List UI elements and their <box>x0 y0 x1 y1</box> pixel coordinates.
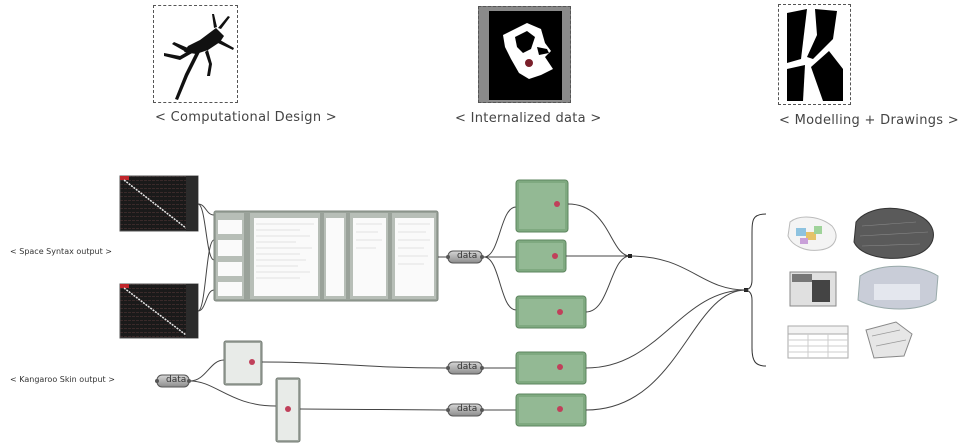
label-kangaroo-skin-output: < Kangaroo Skin output > <box>10 375 115 384</box>
data-node-kangaroo-input[interactable]: data <box>155 373 191 389</box>
space-syntax-matrix-top <box>119 175 199 232</box>
output-modular-model <box>865 321 913 359</box>
caption-computational-design: < Computational Design > <box>155 110 337 125</box>
data-node-label: data <box>457 251 478 261</box>
data-node-label: data <box>457 404 478 414</box>
output-section-model <box>789 271 837 307</box>
wires-data-to-components <box>483 206 517 411</box>
grasshopper-logo <box>153 5 238 103</box>
output-mesh-model <box>853 207 934 259</box>
component-green-2 <box>515 239 567 273</box>
kangaroo-solver-component <box>275 377 301 443</box>
caption-internalized-data: < Internalized data > <box>455 111 602 126</box>
data-node-space-syntax[interactable]: data <box>446 249 484 265</box>
data-node-label: data <box>166 375 187 385</box>
rhino-logo <box>478 6 571 103</box>
data-node-shape <box>446 361 484 375</box>
k-logo-icon <box>787 9 843 101</box>
component-green-5 <box>515 393 587 427</box>
data-node-label: data <box>457 362 478 372</box>
caption-modelling-drawings: < Modelling + Drawings > <box>779 113 959 128</box>
data-node-shape <box>155 374 191 388</box>
data-panels-group <box>213 210 439 302</box>
output-plan-drawing <box>787 216 837 251</box>
component-green-1 <box>515 179 569 233</box>
rhino-icon <box>479 7 570 102</box>
component-green-3 <box>515 295 587 329</box>
data-node-kangaroo-2[interactable]: data <box>446 402 484 418</box>
data-node-shape <box>446 403 484 417</box>
wires-matrix-to-panels <box>197 203 215 312</box>
output-schedule-table <box>787 325 849 359</box>
data-node-kangaroo-1[interactable]: data <box>446 360 484 376</box>
wires-components-to-outputs <box>566 203 747 411</box>
k-logo <box>778 4 851 105</box>
component-green-4 <box>515 351 587 385</box>
output-render-model <box>857 265 939 310</box>
space-syntax-matrix-bottom <box>119 283 199 339</box>
kangaroo-component <box>223 340 263 386</box>
data-node-shape <box>446 250 484 264</box>
grasshopper-icon <box>164 14 234 100</box>
label-space-syntax-output: < Space Syntax output > <box>10 247 112 256</box>
